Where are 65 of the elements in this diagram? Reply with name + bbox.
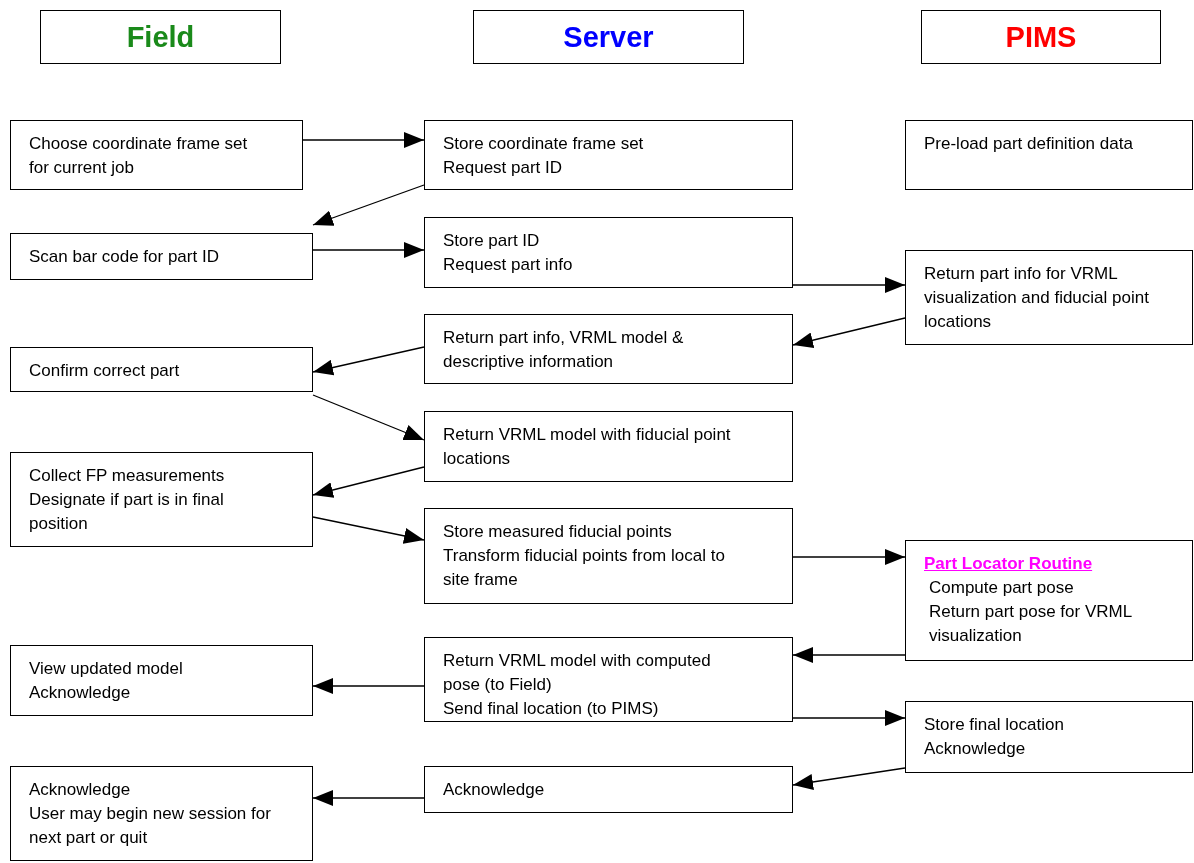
- step-text: Designate if part is in final position: [29, 489, 225, 535]
- process-box: [10, 120, 303, 190]
- step-text: Pre-load part definition data: [924, 133, 1134, 155]
- arrow: [312, 678, 425, 694]
- arrow: [312, 466, 425, 498]
- step-text: Return part info for VRML visualization and fiducial point locations: [924, 263, 1150, 333]
- column-header-box: [40, 10, 281, 64]
- arrow: [792, 549, 906, 565]
- step-text: Store final location: [924, 714, 1065, 736]
- step-text: Store measured fiducial points: [443, 521, 673, 543]
- step-text: Request part ID: [443, 157, 564, 179]
- process-box: [424, 217, 793, 288]
- process-box: [905, 701, 1193, 773]
- step-text: Send final location (to PIMS): [443, 698, 660, 720]
- step-text: Request part info: [443, 254, 574, 276]
- process-box: [424, 508, 793, 604]
- column-title: Field: [126, 25, 195, 49]
- process-box: [10, 347, 313, 392]
- step-text: Collect FP measurements: [29, 465, 226, 487]
- process-box: [10, 233, 313, 280]
- process-box: [905, 540, 1193, 661]
- step-text: Choose coordinate frame set for current job: [29, 133, 249, 179]
- arrow: [792, 317, 906, 349]
- arrow: [792, 277, 906, 293]
- process-box: [10, 645, 313, 716]
- arrow: [792, 767, 906, 790]
- process-box: [424, 120, 793, 190]
- arrow: [312, 790, 425, 806]
- step-text: Acknowledge: [29, 682, 132, 704]
- step-text: Return part info, VRML model & descriptive information: [443, 327, 685, 373]
- step-text: Scan bar code for part ID: [29, 246, 220, 268]
- process-box: [424, 766, 793, 813]
- step-text: View updated model: [29, 658, 184, 680]
- process-box: [10, 452, 313, 547]
- arrow: [792, 710, 906, 726]
- step-text: User may begin new session for next part or quit: [29, 803, 272, 849]
- arrow: [312, 516, 425, 544]
- arrow: [312, 184, 425, 226]
- step-text: Acknowledge: [924, 738, 1027, 760]
- step-text: Acknowledge: [443, 779, 546, 801]
- process-box: [424, 314, 793, 384]
- step-text: Acknowledge: [29, 779, 132, 801]
- routine-heading: Part Locator Routine: [924, 553, 1093, 575]
- arrow: [312, 394, 425, 441]
- step-text: Confirm correct part: [29, 360, 181, 382]
- process-box: [905, 120, 1193, 190]
- step-text: Return VRML model with computed pose (to Field): [443, 650, 712, 696]
- arrow: [302, 132, 425, 148]
- step-text: Store part ID: [443, 230, 541, 252]
- process-box: [424, 411, 793, 482]
- step-text: Return VRML model with fiducial point locations: [443, 424, 732, 470]
- arrow: [312, 242, 425, 258]
- step-text: Transform fiducial points from local to site frame: [443, 545, 726, 591]
- column-title: PIMS: [1005, 25, 1077, 49]
- process-box: [905, 250, 1193, 345]
- step-text: Compute part pose: [928, 577, 1075, 599]
- arrow: [792, 647, 906, 663]
- step-text: Store coordinate frame set: [443, 133, 645, 155]
- step-text: Return part pose for VRML visualization: [928, 601, 1133, 647]
- process-box: [424, 637, 793, 722]
- column-header-box: [921, 10, 1161, 64]
- column-title: Server: [563, 25, 654, 49]
- column-header-box: [473, 10, 744, 64]
- arrow: [312, 346, 425, 376]
- process-box: [10, 766, 313, 861]
